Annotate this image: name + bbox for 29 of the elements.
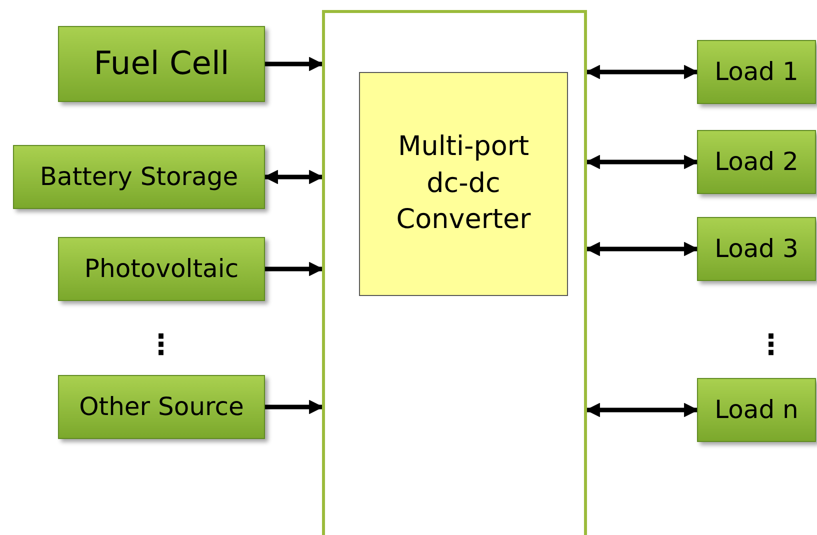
arrow <box>265 262 324 276</box>
source-box <box>58 375 265 439</box>
source-box <box>13 145 265 209</box>
arrow <box>264 170 324 184</box>
load-box <box>697 130 816 194</box>
ellipsis-mark: ⋮ <box>147 328 175 361</box>
source-box <box>58 237 265 301</box>
load-box <box>697 217 816 281</box>
converter-box <box>359 72 568 296</box>
arrow <box>586 242 698 256</box>
node-text: Multi-port dc-dc Converter <box>395 130 532 238</box>
node-text: Battery Storage <box>40 161 238 194</box>
node-text: Fuel Cell <box>94 43 230 84</box>
node-text: Load 3 <box>714 233 798 266</box>
load-box <box>697 40 816 104</box>
arrow <box>586 402 698 418</box>
node-text: Load 2 <box>714 146 798 178</box>
arrow <box>265 56 324 72</box>
arrow <box>586 154 698 170</box>
load-box <box>697 378 816 442</box>
node-text: Load n <box>714 394 798 426</box>
arrow <box>265 400 324 414</box>
node-text: Load 1 <box>714 56 798 88</box>
ellipsis-mark: ⋮ <box>757 328 785 361</box>
source-box <box>58 26 265 102</box>
converter-frame <box>322 10 587 535</box>
node-text: Other Source <box>79 391 244 424</box>
node-text: Photovoltaic <box>84 253 239 286</box>
arrow <box>586 64 698 80</box>
